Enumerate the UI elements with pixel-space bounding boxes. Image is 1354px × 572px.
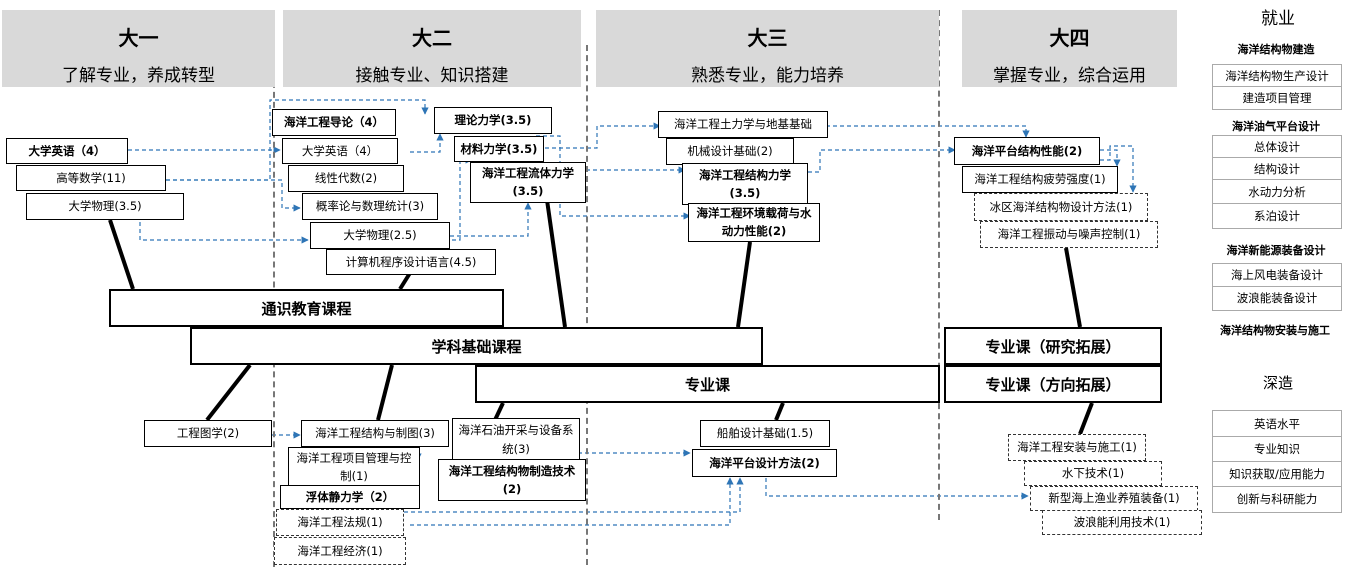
career-group-title: 海洋结构物安装与施工 bbox=[1220, 324, 1330, 337]
year-title: 大三 bbox=[747, 26, 788, 50]
course-box: 大学英语（4） bbox=[282, 138, 398, 164]
career-item: 总体设计 bbox=[1213, 136, 1341, 158]
course-box: 理论力学(3.5) bbox=[434, 107, 552, 134]
further-item: 创新与科研能力 bbox=[1236, 492, 1318, 506]
course-box: 海洋工程结构与制图(3) bbox=[301, 420, 449, 447]
year-divider bbox=[586, 45, 588, 565]
year-title: 大二 bbox=[412, 26, 452, 50]
course-box: 材料力学(3.5) bbox=[454, 136, 544, 162]
course-box: 冰区海洋结构物设计方法(1) bbox=[974, 193, 1148, 221]
category-direction: 专业课（方向拓展） bbox=[944, 365, 1162, 403]
course-box: 船舶设计基础(1.5) bbox=[700, 420, 830, 447]
course-box: 海洋工程导论（4） bbox=[272, 109, 396, 136]
year-subtitle: 熟悉专业，能力培养 bbox=[691, 66, 844, 86]
course-box: 线性代数(2) bbox=[288, 165, 404, 192]
employment-title: 就业 bbox=[1261, 9, 1295, 29]
career-group-title: 海洋油气平台设计 bbox=[1232, 120, 1320, 133]
year-title: 大一 bbox=[118, 26, 159, 50]
year-subtitle: 接触专业、知识搭建 bbox=[355, 66, 509, 86]
course-box: 大学物理(3.5) bbox=[26, 193, 184, 220]
category-foundation: 学科基础课程 bbox=[190, 327, 763, 365]
course-box: 新型海上渔业养殖装备(1) bbox=[1030, 486, 1198, 511]
year-header-2: 大二 接触专业、知识搭建 bbox=[283, 10, 581, 87]
course-box: 海洋工程振动与噪声控制(1) bbox=[980, 221, 1158, 248]
course-box: 海洋平台设计方法(2) bbox=[692, 449, 837, 477]
course-box: 海洋工程法规(1) bbox=[276, 509, 404, 536]
course-box: 海洋平台结构性能(2) bbox=[954, 137, 1100, 165]
course-box: 概率论与数理统计(3) bbox=[302, 193, 438, 220]
course-box: 海洋工程流体力学(3.5) bbox=[470, 162, 586, 203]
further-study-title: 深造 bbox=[1262, 374, 1293, 392]
career-item: 建造项目管理 bbox=[1242, 91, 1312, 105]
course-box: 海洋工程结构疲劳强度(1) bbox=[962, 166, 1118, 193]
course-box: 波浪能利用技术(1) bbox=[1042, 510, 1202, 535]
course-box: 海洋工程结构力学(3.5) bbox=[682, 163, 808, 205]
course-box: 海洋石油开采与设备系统(3) bbox=[452, 418, 580, 461]
further-study-list: 英语水平 专业知识 知识获取/应用能力 创新与科研能力 bbox=[1212, 410, 1342, 513]
year-subtitle: 了解专业，养成转型 bbox=[62, 66, 215, 86]
career-group-title: 海洋新能源装备设计 bbox=[1226, 244, 1326, 257]
category-research: 专业课（研究拓展） bbox=[944, 327, 1162, 365]
category-major: 专业课 bbox=[475, 365, 940, 403]
course-box: 海洋工程安装与施工(1) bbox=[1008, 434, 1146, 461]
course-box: 海洋工程环境载荷与水动力性能(2) bbox=[688, 203, 820, 242]
career-group-list: 海上风电装备设计 波浪能装备设计 bbox=[1212, 263, 1342, 311]
course-box: 海洋工程土力学与地基基础 bbox=[658, 111, 828, 138]
year-header-1: 大一 了解专业，养成转型 bbox=[2, 10, 275, 87]
course-box: 计算机程序设计语言(4.5) bbox=[326, 249, 496, 275]
course-box: 海洋工程结构物制造技术(2) bbox=[438, 459, 586, 501]
course-box: 海洋工程项目管理与控制(1) bbox=[288, 447, 420, 487]
course-box: 工程图学(2) bbox=[144, 420, 272, 447]
year-divider bbox=[938, 10, 940, 520]
career-group-title: 海洋结构物建造 bbox=[1237, 43, 1315, 56]
career-item: 波浪能装备设计 bbox=[1236, 291, 1318, 305]
career-item: 海上风电装备设计 bbox=[1213, 264, 1341, 287]
category-links bbox=[108, 199, 1094, 435]
year-header-3: 大三 熟悉专业，能力培养 bbox=[596, 10, 939, 87]
course-box: 大学英语（4） bbox=[6, 138, 128, 164]
year-title: 大四 bbox=[1049, 26, 1090, 50]
career-item: 结构设计 bbox=[1213, 158, 1341, 180]
course-box: 水下技术(1) bbox=[1024, 461, 1162, 486]
course-box: 机械设计基础(2) bbox=[666, 138, 794, 165]
career-group-list: 总体设计 结构设计 水动力分析 系泊设计 bbox=[1212, 135, 1342, 229]
further-item: 英语水平 bbox=[1213, 411, 1341, 437]
further-item: 知识获取/应用能力 bbox=[1213, 462, 1341, 487]
career-item: 水动力分析 bbox=[1213, 180, 1341, 204]
year-subtitle: 掌握专业，综合运用 bbox=[993, 66, 1146, 86]
further-item: 专业知识 bbox=[1213, 437, 1341, 462]
category-general: 通识教育课程 bbox=[109, 289, 504, 327]
career-item: 系泊设计 bbox=[1254, 209, 1300, 223]
course-box: 高等数学(11) bbox=[16, 165, 166, 191]
year-header-4: 大四 掌握专业，综合运用 bbox=[962, 10, 1177, 87]
career-item: 海洋结构物生产设计 bbox=[1213, 65, 1341, 87]
course-box: 浮体静力学（2） bbox=[280, 485, 420, 509]
course-box: 海洋工程经济(1) bbox=[274, 537, 406, 565]
course-box: 大学物理(2.5) bbox=[310, 222, 450, 249]
career-group-list: 海洋结构物生产设计 建造项目管理 bbox=[1212, 64, 1342, 110]
